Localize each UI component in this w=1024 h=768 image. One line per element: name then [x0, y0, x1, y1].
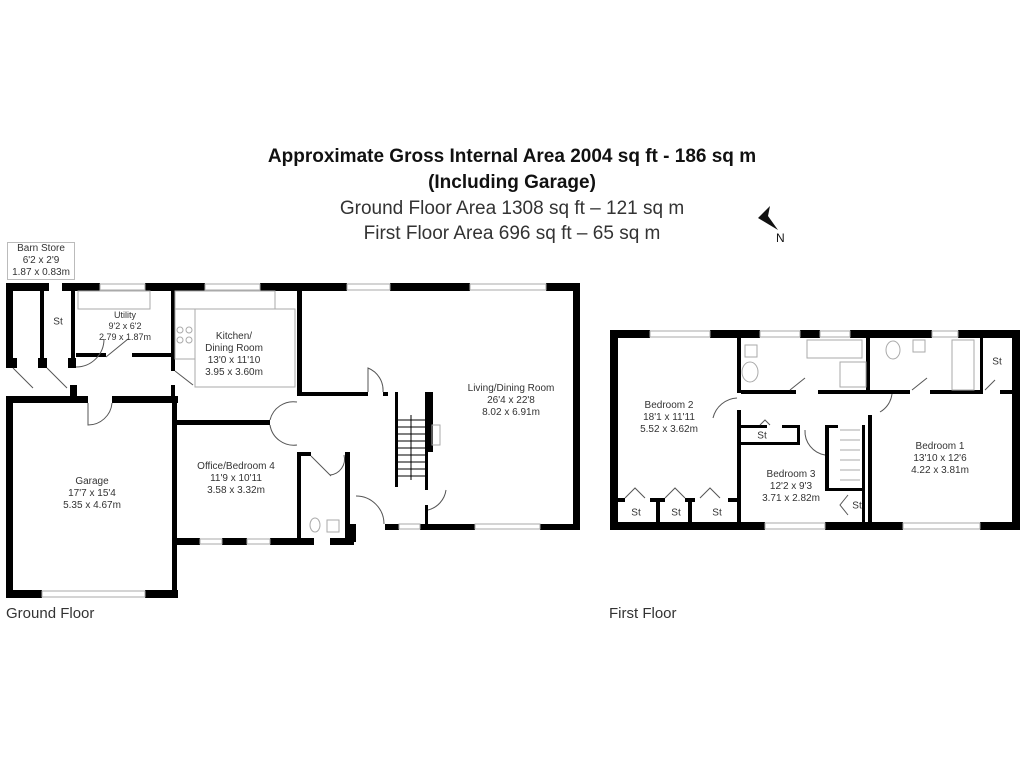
room-metric: 3.58 x 3.32m	[207, 485, 265, 496]
room-imperial: 12'2 x 9'3	[769, 481, 813, 492]
room-office-bedroom4: Office/Bedroom 4 11'9 x 10'11 3.58 x 3.3…	[197, 461, 275, 497]
room-imperial: 13'0 x 11'10	[207, 355, 261, 366]
storage-label: St	[852, 500, 862, 512]
room-imperial: 13'10 x 12'6	[913, 453, 967, 464]
first-floor-windows-fixtures	[649, 330, 981, 530]
room-metric: 3.95 x 3.60m	[205, 367, 263, 378]
room-garage: Garage 17'7 x 15'4 5.35 x 4.67m	[63, 476, 121, 512]
barn-store-label: Barn Store 6'2 x 2'9 1.87 x 0.83m	[7, 242, 75, 280]
storage-label: St	[631, 507, 641, 519]
north-arrow-icon: N	[756, 204, 790, 246]
room-imperial: 18'1 x 11'11	[643, 412, 695, 423]
room-name: Barn Store	[17, 243, 65, 254]
room-name: Bedroom 1	[915, 441, 965, 452]
title-including-garage: (Including Garage)	[428, 172, 596, 193]
room-name: Garage	[75, 476, 109, 487]
room-metric: 8.02 x 6.91m	[482, 407, 540, 418]
room-name: Living/Dining Room	[467, 383, 555, 394]
storage-label: St	[671, 507, 681, 519]
ground-floor-walls	[6, 283, 580, 598]
room-bedroom-1: Bedroom 1 13'10 x 12'6 4.22 x 3.81m	[911, 441, 969, 477]
room-bedroom-2: Bedroom 2 18'1 x 11'11 5.52 x 3.62m	[640, 400, 698, 436]
first-floor-doors	[624, 377, 996, 516]
storage-label: St	[757, 430, 767, 442]
room-imperial: 6'2 x 2'9	[22, 255, 60, 266]
north-label: N	[776, 231, 785, 245]
room-imperial: 26'4 x 22'8	[487, 395, 535, 406]
room-metric: 5.35 x 4.67m	[63, 500, 121, 511]
room-name: Bedroom 2	[644, 400, 694, 411]
room-name: Bedroom 3	[766, 469, 816, 480]
storage-label: St	[53, 316, 63, 328]
room-living-dining: Living/Dining Room 26'4 x 22'8 8.02 x 6.…	[468, 383, 555, 419]
ground-floor-area: Ground Floor Area 1308 sq ft – 121 sq m	[339, 198, 685, 219]
ground-floor-windows-fixtures	[41, 283, 547, 598]
room-metric: 4.22 x 3.81m	[911, 465, 969, 476]
room-metric: 2.79 x 1.87m	[98, 332, 152, 342]
room-metric: 1.87 x 0.83m	[12, 267, 70, 278]
first-floor-walls	[610, 330, 1020, 530]
room-metric: 5.52 x 3.62m	[640, 424, 698, 435]
room-kitchen-dining: Kitchen/ Dining Room 13'0 x 11'10 3.95 x…	[205, 331, 263, 379]
title-gross-area: Approximate Gross Internal Area 2004 sq …	[267, 146, 757, 167]
room-utility: Utility 9'2 x 6'2 2.79 x 1.87m	[99, 310, 151, 343]
room-metric: 3.71 x 2.82m	[762, 493, 820, 504]
room-bedroom-3: Bedroom 3 12'2 x 9'3 3.71 x 2.82m	[762, 469, 820, 505]
first-floor-label: First Floor	[609, 605, 677, 622]
first-floor-area: First Floor Area 696 sq ft – 65 sq m	[363, 223, 661, 244]
storage-label: St	[712, 507, 722, 519]
ground-floor-stairs	[398, 415, 425, 480]
room-imperial: 11'9 x 10'11	[210, 473, 262, 484]
room-imperial: 17'7 x 15'4	[68, 488, 116, 499]
ground-floor-doors	[12, 338, 447, 525]
ground-floor-label: Ground Floor	[6, 605, 95, 622]
room-imperial: 9'2 x 6'2	[108, 321, 142, 331]
room-name: Office/Bedroom 4	[197, 461, 275, 472]
storage-label: St	[992, 356, 1002, 368]
room-name: Utility	[114, 310, 136, 320]
room-name: Kitchen/	[215, 331, 253, 342]
room-name-line2: Dining Room	[205, 343, 263, 354]
